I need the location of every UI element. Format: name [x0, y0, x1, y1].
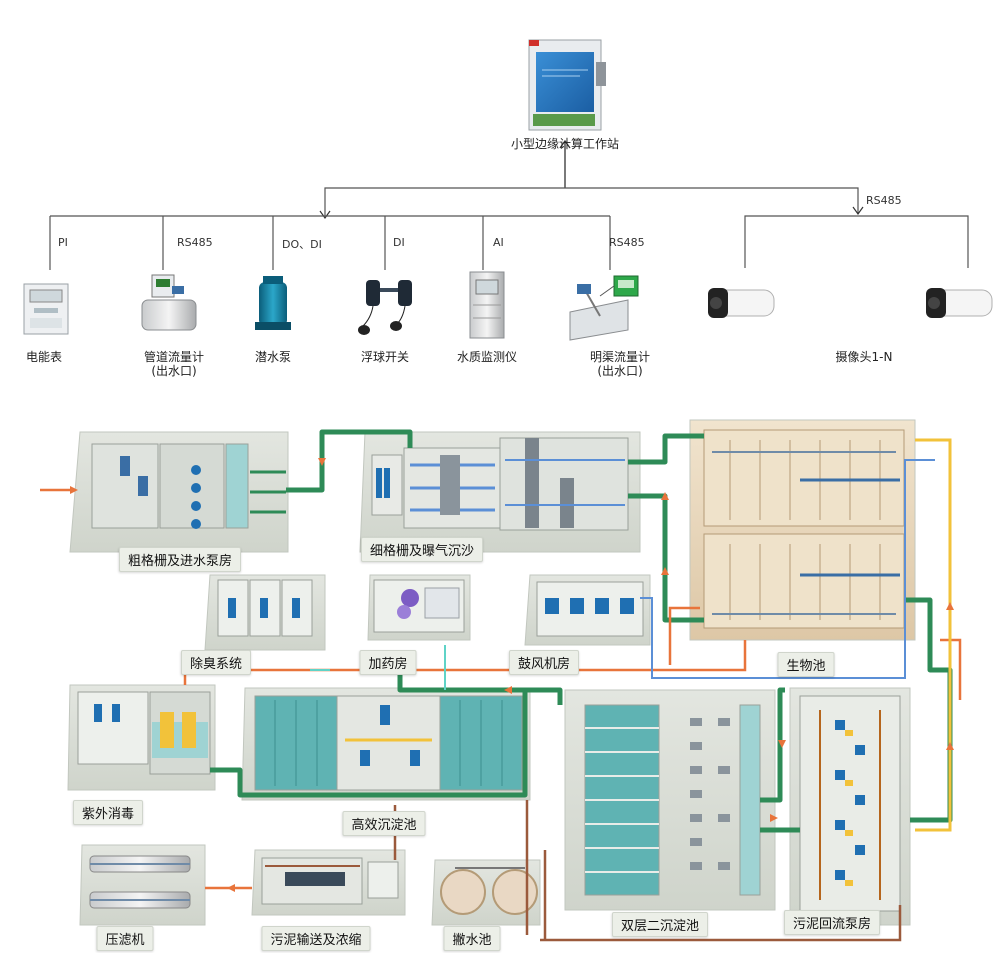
secondary-clarifier-structure: [584, 704, 761, 896]
bio-tank-label: 生物池: [777, 652, 835, 677]
channel-flowmeter-icon: [569, 275, 639, 341]
float-switch-label: 浮球开关: [360, 350, 410, 364]
uplink-arrow: [559, 139, 571, 188]
protocol-di: DI: [393, 236, 405, 249]
pipe-flowmeter-sublabel: (出水口): [151, 364, 197, 378]
filter-press-label: 压滤机: [96, 926, 154, 951]
hd-sedimentation-structure: [254, 695, 523, 791]
protocol-rs485: RS485: [609, 236, 645, 249]
channel-flowmeter-sublabel: (出水口): [597, 364, 643, 378]
protocol-rs485: RS485: [177, 236, 213, 249]
uv-label: 紫外消毒: [72, 800, 144, 825]
blower-label: 鼓风机房: [508, 650, 580, 675]
energy-meter-icon: [23, 283, 69, 335]
coarse-screen-label: 粗格栅及进水泵房: [118, 547, 242, 572]
deodor-structure: [217, 579, 313, 637]
blower-structure: [536, 581, 644, 637]
flow-arrows: [70, 458, 954, 892]
coarse-screen-structure: [91, 443, 286, 529]
drain-tank-label: 撇水池: [443, 926, 501, 951]
workstation-label: 小型边缘计算工作站: [510, 137, 620, 151]
sludge-thickening-structure: [261, 857, 399, 905]
pipe-flowmeter-label: 管道流量计: [143, 350, 205, 364]
protocol-pi: PI: [58, 236, 68, 249]
water-quality-label: 水质监测仪: [456, 350, 518, 364]
dosing-label: 加药房: [359, 650, 417, 675]
brown-pipes: [393, 800, 902, 942]
pipe-flowmeter-icon: [141, 274, 197, 331]
bio-tank-structure: [703, 429, 905, 629]
fine-screen-structure: [371, 437, 629, 531]
orange-pipes: [40, 488, 962, 890]
camera-label: 摄像头1-N: [835, 350, 893, 364]
camera-icon: [708, 288, 775, 318]
energy-meter-label: 电能表: [25, 350, 63, 364]
edge-workstation-icon: [528, 39, 606, 131]
secondary-clarifier-label: 双层二沉淀池: [611, 912, 709, 937]
filter-press-structure: [89, 855, 191, 909]
rs485-camera-label: RS485: [866, 194, 902, 207]
submersible-pump-icon: [255, 276, 291, 330]
water-quality-monitor-icon: [469, 271, 505, 339]
sludge-thickening-label: 污泥输送及浓缩: [261, 926, 371, 951]
blue-pipes: [640, 459, 935, 679]
camera-icon: [926, 288, 993, 318]
sludge-return-label: 污泥回流泵房: [783, 910, 881, 935]
channel-flowmeter-label: 明渠流量计: [589, 350, 651, 364]
protocol-ai: AI: [493, 236, 504, 249]
bus-lines: [49, 187, 969, 270]
uv-structure: [77, 691, 211, 775]
float-switch-icon: [358, 280, 412, 335]
yellow-pipes: [915, 438, 952, 832]
pump-label: 潜水泵: [254, 350, 292, 364]
cyan-pipes: [310, 645, 446, 690]
fine-screen-label: 细格栅及曝气沉沙: [360, 537, 484, 562]
sludge-return-structure: [799, 695, 901, 912]
hd-sedimentation-label: 高效沉淀池: [342, 811, 426, 836]
protocol-do-di: DO、DI: [282, 238, 322, 251]
dosing-structure: [373, 579, 465, 633]
deodor-label: 除臭系统: [180, 650, 252, 675]
